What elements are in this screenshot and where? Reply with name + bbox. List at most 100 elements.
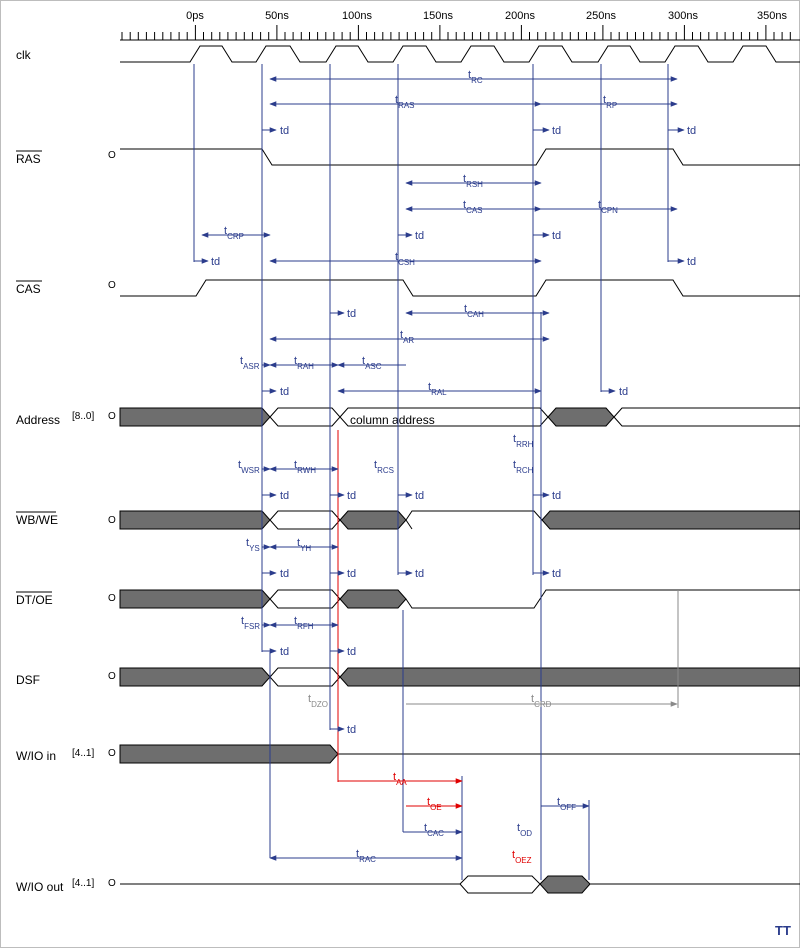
time-label-350: 350ns (757, 10, 787, 22)
signal-name-wio-in: W/IO in (16, 749, 56, 763)
td-label: td (552, 490, 561, 502)
signal-name-dtoe: DT/OE (16, 593, 53, 607)
label-trcs: tRCS (374, 459, 394, 475)
td-label: td (687, 125, 696, 137)
wbwe-bus-initial (119, 510, 271, 530)
label-trah: tRAH (294, 355, 314, 371)
signal-init-cas: O (108, 280, 116, 291)
time-label-200: 200ns (505, 10, 535, 22)
address-bus-hold (547, 407, 615, 427)
clk-waveform (120, 45, 800, 63)
wio-in-bus (119, 744, 339, 764)
td-label: td (552, 125, 561, 137)
signal-range-wio-in: [4..1] (72, 748, 94, 759)
signal-init-wio-out: O (108, 878, 116, 889)
signal-init-dtoe: O (108, 593, 116, 604)
label-tys: tYS (246, 537, 260, 553)
td-label: td (280, 386, 289, 398)
td-label: td (211, 256, 220, 268)
dsf-bus-final (339, 667, 800, 687)
reference-lines (193, 64, 679, 880)
label-trp: tRP (603, 94, 617, 110)
td-label: td (619, 386, 628, 398)
label-tdzo: tDZO (308, 693, 328, 709)
label-twsr: tWSR (238, 459, 260, 475)
dtoe-bus-mid (339, 589, 407, 609)
ras-waveform (120, 148, 800, 166)
wbwe-bus-final (541, 510, 800, 530)
address-bus-initial (119, 407, 271, 427)
signal-name-cas: CAS (16, 282, 41, 296)
signal-names: clk RAS O CAS O Address [8..0] O WB/WE O… (16, 48, 116, 894)
label-tral: tRAL (428, 381, 447, 397)
label-trwh: tRWH (294, 459, 316, 475)
address-column-text: column address (350, 413, 435, 427)
signal-name-address: Address (16, 413, 60, 427)
label-trrh: tRRH (513, 433, 534, 449)
label-trfh: tRFH (294, 615, 314, 631)
time-ruler (120, 25, 800, 41)
label-tcrp: tCRP (224, 225, 244, 241)
signal-init-wio-in: O (108, 748, 116, 759)
td-label: td (280, 568, 289, 580)
signal-range-wio-out: [4..1] (72, 878, 94, 889)
signal-name-dsf: DSF (16, 673, 40, 687)
td-label: td (552, 230, 561, 242)
td-label: td (347, 308, 356, 320)
td-label: td (347, 646, 356, 658)
time-label-150: 150ns (423, 10, 453, 22)
label-tcas: tCAS (463, 199, 483, 215)
label-tras: tRAS (395, 94, 415, 110)
label-tyh: tYH (297, 537, 311, 553)
signal-name-clk: clk (16, 48, 32, 62)
signal-init-ras: O (108, 150, 116, 161)
td-label: td (347, 490, 356, 502)
td-label: td (347, 724, 356, 736)
label-toff: tOFF (557, 796, 576, 812)
dtoe-bus-initial (119, 589, 271, 609)
time-label-300: 300ns (668, 10, 698, 22)
delay-labels: td td td td td td td td td td td td td t… (211, 125, 696, 736)
logo: TT (775, 923, 791, 938)
signal-name-wbwe: WB/WE (16, 513, 58, 527)
wio-out-hiz (539, 875, 591, 894)
time-label-0: 0ps (186, 10, 204, 22)
label-tcah: tCAH (464, 303, 484, 319)
signal-init-wbwe: O (108, 515, 116, 526)
td-label: td (415, 230, 424, 242)
address-bus-tail (613, 407, 800, 427)
label-tar: tAR (400, 329, 414, 345)
td-label: td (347, 568, 356, 580)
time-label-50: 50ns (265, 10, 289, 22)
td-label: td (280, 490, 289, 502)
label-trsh: tRSH (463, 173, 483, 189)
wbwe-bus-high2 (405, 510, 543, 530)
signal-name-ras: RAS (16, 152, 41, 166)
timing-arrows (194, 76, 685, 861)
wio-out-valid (459, 875, 541, 894)
label-trch: tRCH (513, 459, 534, 475)
td-label: td (687, 256, 696, 268)
wbwe-bus-mid (339, 510, 407, 530)
label-trc: tRC (468, 69, 483, 85)
label-tasr: tASR (240, 355, 260, 371)
cas-waveform (120, 279, 800, 297)
label-tod: tOD (517, 822, 532, 838)
time-label-250: 250ns (586, 10, 616, 22)
label-toez: tOEZ (512, 849, 532, 865)
label-tasc: tASC (362, 355, 382, 371)
time-label-100: 100ns (342, 10, 372, 22)
dtoe-waveform-low (405, 589, 800, 609)
signal-name-wio-out: W/IO out (16, 880, 64, 894)
td-label: td (415, 568, 424, 580)
label-tcpn: tCPN (598, 199, 618, 215)
td-label: td (280, 646, 289, 658)
label-toe: tOE (427, 796, 442, 812)
td-label: td (552, 568, 561, 580)
label-trac: tRAC (356, 848, 376, 864)
label-taa: tAA (393, 771, 407, 787)
label-tcsh: tCSH (395, 251, 415, 267)
label-tcac: tCAC (424, 822, 444, 838)
